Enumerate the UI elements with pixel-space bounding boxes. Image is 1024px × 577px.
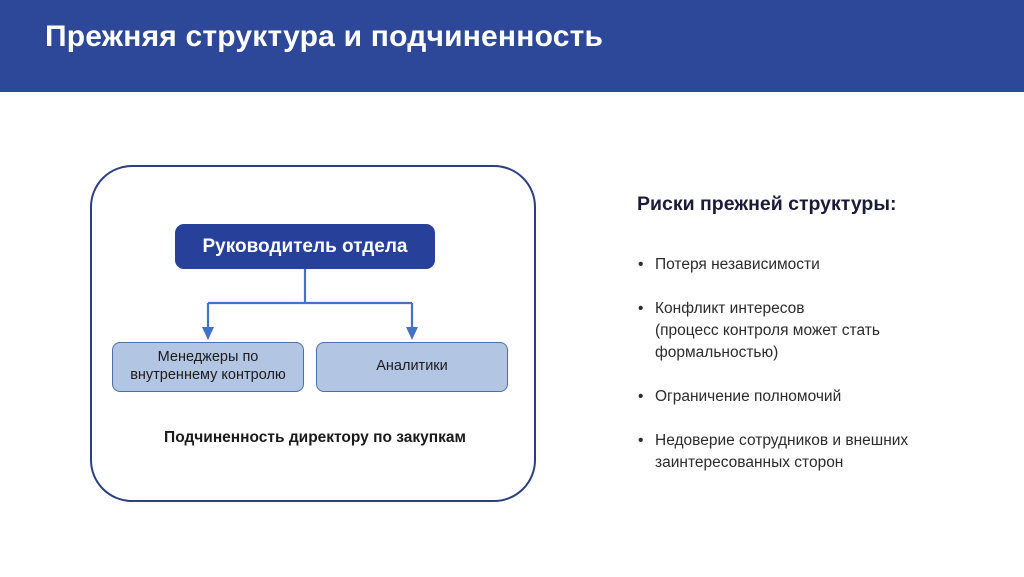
list-item: • Потеря независимости	[637, 254, 997, 276]
list-item-line-3: формальностью)	[655, 344, 779, 361]
list-item-line-1: Ограничение полномочий	[655, 388, 842, 405]
bullet-icon: •	[638, 256, 644, 273]
org-node-analysts[interactable]: Аналитики	[316, 342, 508, 392]
list-item-line-1: Потеря независимости	[655, 256, 820, 273]
bullet-icon: •	[638, 432, 644, 449]
risks-panel: Риски прежней структуры: • Потеря незави…	[637, 193, 997, 474]
org-node-line-1: Аналитики	[376, 358, 448, 375]
risks-list: • Потеря независимости • Конфликт интере…	[637, 254, 997, 474]
list-item: • Конфликт интересов (процесс контроля м…	[637, 298, 997, 364]
org-node-line-2: внутреннему контролю	[130, 367, 286, 383]
title-banner: Прежняя структура и подчиненность	[0, 0, 1024, 92]
list-item-line-1: Конфликт интересов	[655, 300, 805, 317]
org-node-internal-control-managers-label: Менеджеры по внутреннему контролю	[130, 349, 286, 384]
page-title: Прежняя структура и подчиненность	[45, 20, 604, 53]
org-node-head-of-department-label: Руководитель отдела	[202, 235, 408, 257]
org-chart-container: Руководитель отдела Менеджеры по внутрен…	[90, 165, 536, 502]
org-node-analysts-label: Аналитики	[376, 358, 448, 376]
bullet-icon: •	[638, 300, 644, 317]
org-node-internal-control-managers[interactable]: Менеджеры по внутреннему контролю	[112, 342, 304, 392]
list-item: • Ограничение полномочий	[637, 386, 997, 408]
list-item-line-2: (процесс контроля может стать	[655, 322, 880, 339]
org-node-line-1: Менеджеры по	[157, 349, 259, 366]
list-item-line-1: Недоверие сотрудников и внешних	[655, 432, 909, 449]
list-item-line-2: заинтересованных сторон	[655, 454, 844, 471]
org-connector-lines	[202, 269, 418, 340]
bullet-icon: •	[638, 388, 644, 405]
org-chart-caption: Подчиненность директору по закупкам	[164, 429, 466, 446]
org-node-head-of-department[interactable]: Руководитель отдела	[175, 224, 435, 269]
list-item: • Недоверие сотрудников и внешних заинте…	[637, 430, 997, 474]
risks-heading: Риски прежней структуры:	[637, 193, 897, 215]
